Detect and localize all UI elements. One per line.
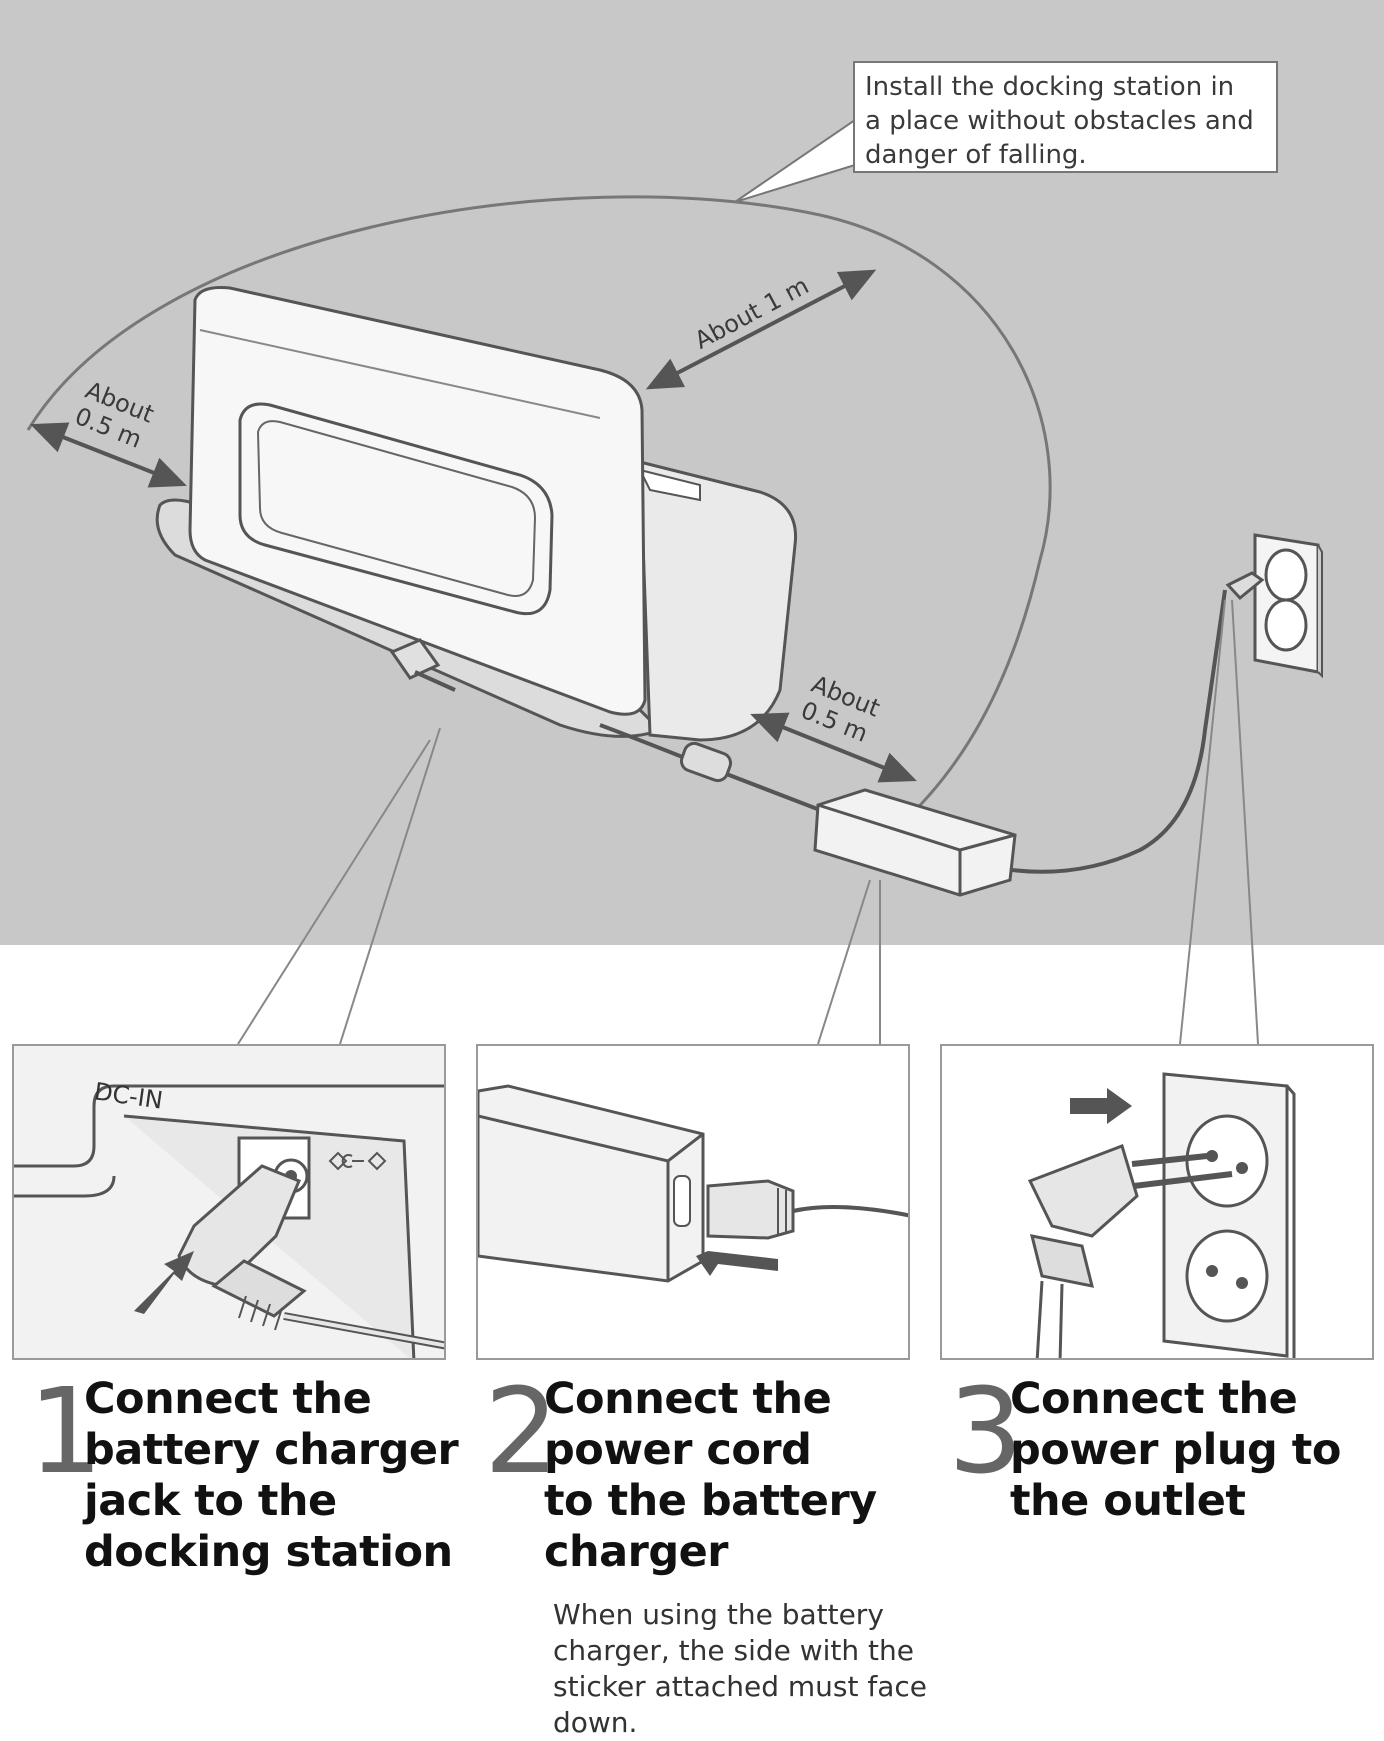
- step-title-line: Connect the: [84, 1374, 458, 1425]
- step-title-line: battery charger: [84, 1425, 458, 1476]
- step-title: Connect the battery charger jack to the …: [84, 1374, 458, 1578]
- note-line: down.: [553, 1705, 927, 1741]
- step-title-line: to the battery: [544, 1476, 877, 1527]
- panel-charger: [476, 1044, 910, 1360]
- step-title-line: power plug to: [1010, 1425, 1341, 1476]
- panel-dc-in: DC-IN: [12, 1044, 446, 1360]
- step-title-line: Connect the: [1010, 1374, 1341, 1425]
- step-title-line: docking station: [84, 1527, 458, 1578]
- step-title-line: Connect the: [544, 1374, 877, 1425]
- step-title: Connect the power plug to the outlet: [1010, 1374, 1341, 1527]
- callout-line: danger of falling.: [865, 138, 1266, 172]
- note-line: sticker attached must face: [553, 1669, 927, 1705]
- callout-line: a place without obstacles and: [865, 104, 1266, 138]
- step-title-line: power cord: [544, 1425, 877, 1476]
- outlet-illustration: [942, 1046, 1374, 1360]
- step-title-line: charger: [544, 1527, 877, 1578]
- step-title-line: the outlet: [1010, 1476, 1341, 1527]
- dc-in-illustration: [14, 1046, 446, 1360]
- step-title-line: jack to the: [84, 1476, 458, 1527]
- charger-illustration: [478, 1046, 910, 1360]
- note-line: When using the battery: [553, 1597, 927, 1633]
- step-2-note: When using the battery charger, the side…: [553, 1597, 927, 1741]
- placement-callout: Install the docking station in a place w…: [853, 61, 1278, 173]
- note-line: charger, the side with the: [553, 1633, 927, 1669]
- callout-line: Install the docking station in: [865, 70, 1266, 104]
- step-title: Connect the power cord to the battery ch…: [544, 1374, 877, 1578]
- panel-outlet: [940, 1044, 1374, 1360]
